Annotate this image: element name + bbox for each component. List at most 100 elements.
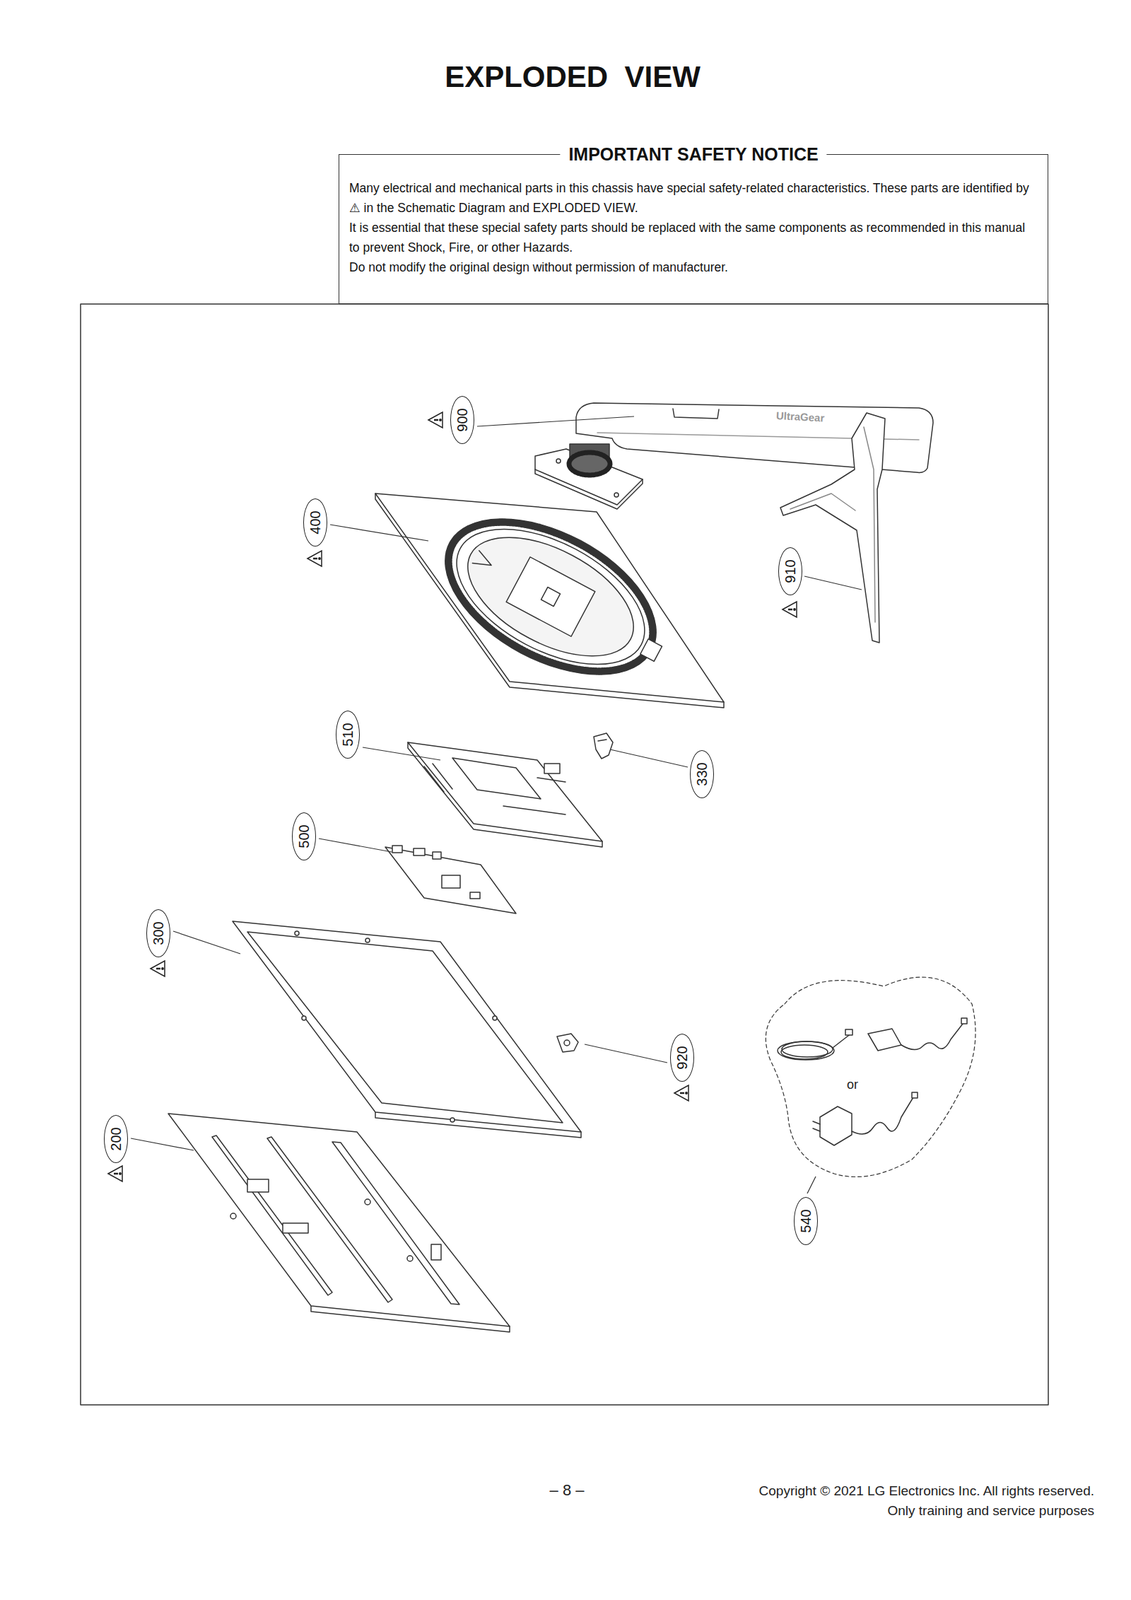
alternative-note: or: [817, 1075, 888, 1093]
warning-triangle: [108, 1165, 123, 1182]
shield-detail: [424, 763, 566, 815]
leader-line: [173, 930, 241, 954]
drawing-frame: [80, 303, 1049, 1405]
cable-coil: [777, 1041, 835, 1060]
group-outline: [765, 976, 976, 1177]
leader-line: [318, 838, 392, 852]
warning-symbol: [428, 412, 443, 428]
small-part: [557, 1033, 579, 1052]
plate-opening: [247, 1179, 269, 1192]
leader-line: [362, 747, 441, 760]
cover-tab: [640, 639, 663, 662]
cover-dome: [448, 513, 653, 681]
callout-number: 910: [778, 547, 803, 596]
warning-symbol: [108, 1165, 123, 1182]
warning-dot: [793, 608, 796, 611]
plate-tab: [431, 1244, 442, 1260]
stand-leg: [780, 412, 886, 643]
page-number: – 8 –: [496, 1480, 638, 1500]
leader-line: [330, 524, 429, 541]
cable: [832, 1033, 852, 1048]
frame-hole: [492, 1015, 497, 1021]
plate-opening: [282, 1222, 309, 1233]
cover-ring: [419, 486, 683, 707]
callout-number-text: 200: [108, 1126, 124, 1151]
back-cover-edge: [375, 493, 724, 708]
warning-dot: [318, 557, 321, 560]
callout-number: 510: [335, 710, 360, 759]
warning-dot: [685, 1092, 688, 1094]
chip: [441, 875, 461, 888]
leader-line: [610, 749, 688, 767]
adapter-box: [868, 1028, 902, 1051]
middle-frame: [232, 921, 582, 1132]
logo-mark: [472, 550, 495, 572]
plate-slot: [212, 1135, 333, 1295]
warning-symbol: [307, 550, 322, 567]
shield-bracket: [407, 742, 603, 842]
callout-number: 900: [450, 395, 475, 444]
callout-number: 400: [303, 498, 328, 547]
warning-mark: [113, 1172, 119, 1175]
page-title: EXPLODED VIEW: [14, 59, 1131, 95]
warning-triangle: [674, 1085, 689, 1101]
shield-edge: [407, 742, 603, 847]
back-plate: [168, 1113, 510, 1327]
safety-notice-box: IMPORTANT SAFETY NOTICEMany electrical a…: [338, 154, 1049, 304]
mount-plate: [506, 557, 596, 637]
leader-line: [584, 1044, 668, 1063]
cable-coil: [781, 1044, 828, 1059]
callout-number-text: 300: [150, 921, 167, 945]
screw-hole: [556, 458, 561, 464]
plate-slot: [267, 1136, 393, 1303]
knurled-ring: [424, 491, 677, 702]
leg-edge: [790, 493, 856, 511]
warning-dot: [439, 419, 442, 421]
warning-mark: [434, 419, 439, 422]
frame-hole: [294, 930, 300, 936]
notice-heading: IMPORTANT SAFETY NOTICE: [559, 142, 827, 166]
callout-number-text: 540: [798, 1208, 814, 1233]
usage-note: Only training and service purposes: [599, 1501, 1095, 1520]
warning-symbol: [674, 1085, 689, 1101]
connector: [432, 851, 442, 859]
callout-number: 500: [291, 812, 316, 861]
cover-ring-inner: [434, 501, 666, 693]
notice-text: Many electrical and mechanical parts in …: [349, 178, 1038, 218]
callout-number-text: 920: [674, 1045, 690, 1069]
callout-number: 300: [146, 909, 171, 958]
warning-triangle: [150, 960, 165, 977]
warning-mark: [313, 557, 318, 560]
plate-slot: [332, 1141, 460, 1305]
leader-line: [130, 1138, 194, 1151]
warning-triangle: [307, 550, 322, 567]
callout-number-text: 400: [307, 510, 324, 534]
plate-hole: [364, 1198, 371, 1205]
clip-part: [593, 733, 613, 759]
connector: [413, 848, 425, 856]
warning-symbol: [150, 960, 165, 977]
leg-edge: [863, 426, 876, 623]
clip-detail: [598, 739, 607, 741]
leader-line: [804, 576, 862, 590]
screw-hole: [614, 492, 619, 497]
back-cover: [375, 493, 724, 702]
callout-number: 330: [689, 749, 714, 799]
warning-triangle: [782, 601, 797, 618]
plate-hole: [407, 1255, 413, 1262]
leader-line: [477, 416, 635, 427]
adapter-cable: [851, 1097, 914, 1134]
connector: [392, 845, 403, 853]
callout-number-text: 510: [340, 722, 356, 746]
frame-hole: [365, 938, 370, 943]
warning-dot: [119, 1172, 121, 1175]
mount-hole: [540, 586, 560, 606]
brand-logo: UltraGear: [775, 407, 861, 427]
shield-recess: [452, 757, 541, 799]
chip: [470, 892, 480, 899]
shield-tab: [544, 763, 560, 774]
warning-mark: [156, 967, 161, 970]
callout-number: 540: [793, 1196, 818, 1245]
